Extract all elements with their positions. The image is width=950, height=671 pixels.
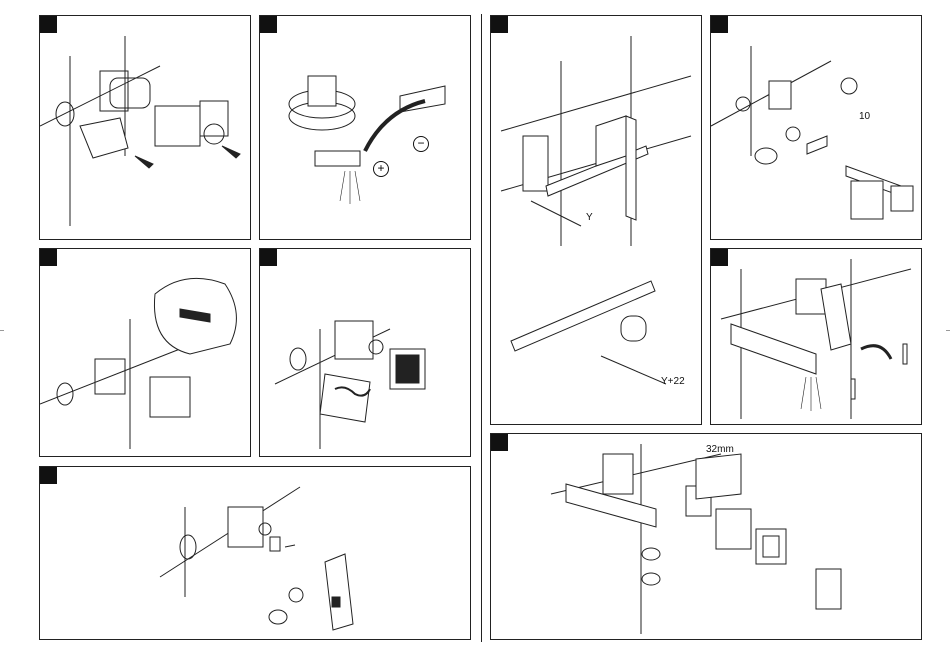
step-panel-5 bbox=[39, 466, 471, 640]
illustration-operation-test bbox=[711, 249, 923, 426]
plus-symbol: + bbox=[373, 161, 389, 177]
step-panel-3 bbox=[39, 248, 251, 457]
page-divider bbox=[481, 14, 482, 642]
dimension-label-10: 10 bbox=[859, 111, 870, 122]
dimension-label-y: Y bbox=[586, 212, 593, 223]
illustration-exploded-view bbox=[491, 434, 923, 641]
margin-mark-right bbox=[946, 330, 950, 331]
illustration-wall-depth-measure bbox=[491, 16, 703, 426]
minus-symbol: − bbox=[413, 136, 429, 152]
step-panel-6: Y Y+22 bbox=[490, 15, 702, 425]
dimension-label-32mm: 32mm bbox=[706, 444, 734, 455]
illustration-cartridge-removal bbox=[40, 16, 252, 241]
step-panel-4 bbox=[259, 248, 471, 457]
illustration-spout-assembly bbox=[711, 16, 923, 241]
step-panel-2: + − bbox=[259, 15, 471, 240]
step-panel-8 bbox=[710, 248, 922, 425]
illustration-temperature-adjust bbox=[260, 16, 472, 241]
step-panel-7: 10 bbox=[710, 15, 922, 240]
illustration-rosette-mount bbox=[260, 249, 472, 458]
illustration-cartridge-insert bbox=[40, 249, 252, 458]
illustration-handle-mount bbox=[40, 467, 472, 641]
margin-mark-left bbox=[0, 330, 4, 331]
step-panel-1 bbox=[39, 15, 251, 240]
step-panel-9: 32mm bbox=[490, 433, 922, 640]
dimension-label-y22: Y+22 bbox=[661, 376, 685, 387]
